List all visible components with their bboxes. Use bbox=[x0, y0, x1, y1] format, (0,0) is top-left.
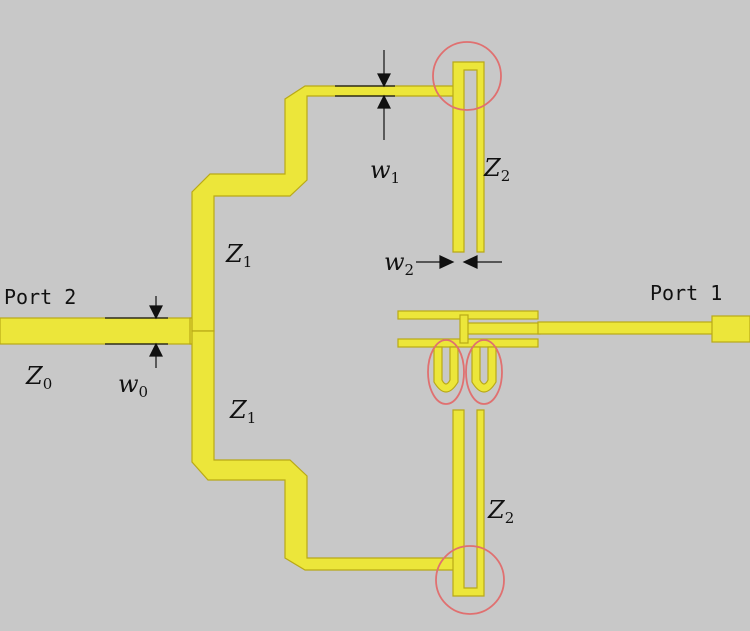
z1-upper-label: Z1 bbox=[225, 240, 252, 271]
microstrip-traces bbox=[0, 61, 750, 597]
w2-left-arrow bbox=[439, 255, 455, 269]
left-u-loop bbox=[433, 346, 459, 393]
z2-lower-label: Z2 bbox=[487, 496, 514, 527]
w1-bottom-arrow bbox=[377, 94, 391, 109]
port1-line bbox=[537, 321, 719, 335]
lower-z2-stub bbox=[452, 409, 485, 597]
port2-label: Port 2 bbox=[4, 285, 76, 309]
z1-upper-label-sub: 1 bbox=[243, 253, 253, 271]
w1-label-sub: 1 bbox=[391, 169, 401, 187]
port1-label: Port 1 bbox=[650, 281, 722, 305]
z2-upper-label-base: Z bbox=[483, 154, 502, 182]
w1-label: w1 bbox=[370, 156, 400, 187]
right-u-loop bbox=[471, 346, 497, 393]
port1-feed-pad bbox=[711, 315, 750, 343]
w0-top-arrow bbox=[149, 305, 163, 320]
port2-feed-line bbox=[0, 317, 197, 345]
w2-label-base: w bbox=[384, 248, 405, 276]
w1-label-base: w bbox=[370, 156, 391, 184]
right-loop-highlight bbox=[465, 339, 503, 405]
w0-label-base: w bbox=[118, 370, 139, 398]
w0-label-sub: 0 bbox=[139, 383, 149, 401]
w0-bottom-arrow bbox=[149, 342, 163, 357]
w2-label: w2 bbox=[384, 248, 414, 279]
z0-label: Z0 bbox=[25, 362, 52, 393]
w1-top-arrow bbox=[377, 73, 391, 88]
coupler-spine bbox=[459, 314, 469, 344]
coupler-center-finger bbox=[461, 322, 541, 335]
z2-upper-label-sub: 2 bbox=[501, 167, 511, 185]
w0-label: w0 bbox=[118, 370, 148, 401]
highlight-markers bbox=[427, 41, 505, 615]
z0-label-base: Z bbox=[25, 362, 44, 390]
left-loop-highlight bbox=[427, 339, 465, 405]
z1-lower-label-base: Z bbox=[229, 396, 248, 424]
w2-right-arrow bbox=[462, 255, 478, 269]
z2-upper-label: Z2 bbox=[483, 154, 510, 185]
z2-lower-label-sub: 2 bbox=[505, 509, 515, 527]
z1-upper-label-base: Z bbox=[225, 240, 244, 268]
z2-lower-label-base: Z bbox=[487, 496, 506, 524]
z1-lower-label: Z1 bbox=[229, 396, 256, 427]
z0-label-sub: 0 bbox=[43, 375, 53, 393]
w2-label-sub: 2 bbox=[405, 261, 415, 279]
lower-stub-highlight bbox=[435, 545, 505, 615]
z1-lower-label-sub: 1 bbox=[247, 409, 257, 427]
upper-stub-highlight bbox=[432, 41, 502, 111]
dimension-markers bbox=[105, 50, 502, 368]
